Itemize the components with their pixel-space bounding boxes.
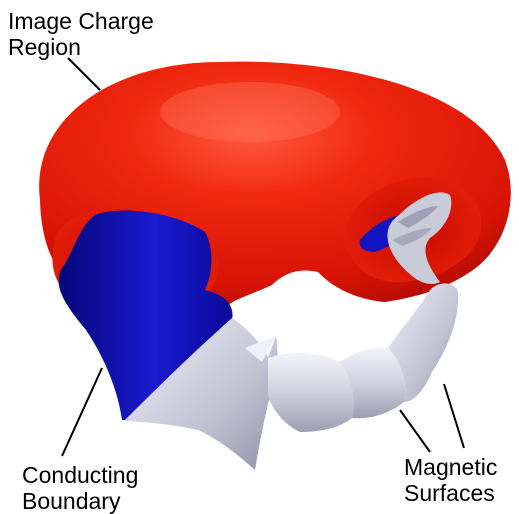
label-conducting-line2: Boundary — [22, 488, 138, 514]
leader-magnetic-2 — [444, 384, 464, 448]
red-shell-highlight — [160, 82, 340, 142]
label-conducting-line1: Conducting — [22, 462, 138, 488]
leader-conducting — [62, 368, 102, 456]
label-conducting-boundary: Conducting Boundary — [22, 462, 138, 514]
label-image-charge-line1: Image Charge — [8, 8, 154, 34]
leader-image-charge — [68, 58, 100, 90]
label-magnetic-line1: Magnetic — [404, 454, 497, 480]
silver-tube-segment-2 — [268, 353, 354, 432]
leader-magnetic-1 — [400, 410, 430, 452]
label-image-charge-line2: Region — [8, 34, 154, 60]
label-magnetic-line2: Surfaces — [404, 480, 497, 506]
label-image-charge-region: Image Charge Region — [8, 8, 154, 60]
label-magnetic-surfaces: Magnetic Surfaces — [404, 454, 497, 506]
